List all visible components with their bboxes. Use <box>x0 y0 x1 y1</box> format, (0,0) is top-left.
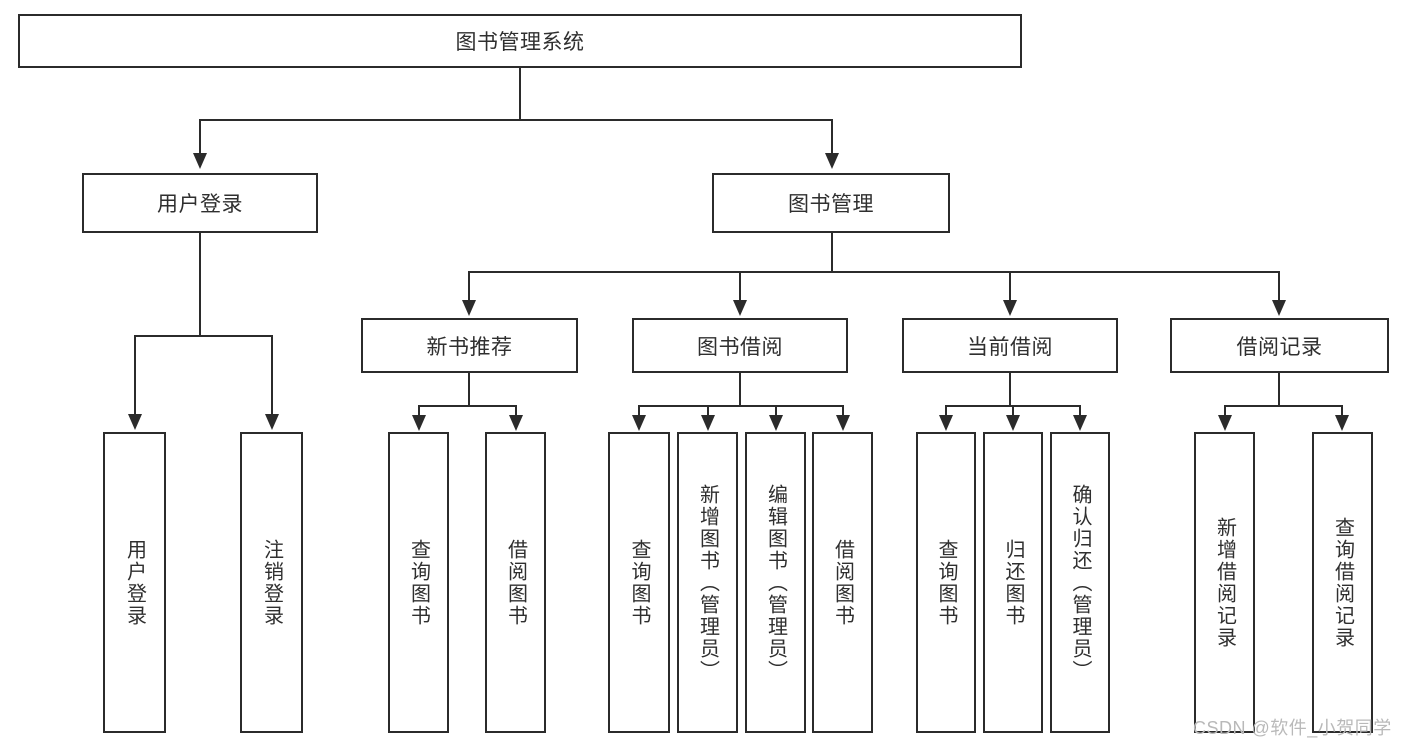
connector-user-login-right <box>271 335 273 415</box>
node-leaf-query-record[interactable]: 查询借阅记录 <box>1312 432 1373 733</box>
connector-nb-right <box>515 405 517 417</box>
arrow-to-leaf-edit-book <box>769 415 783 431</box>
arrow-to-leaf-logout <box>265 414 279 430</box>
arrow-to-leaf-add-book <box>701 415 715 431</box>
connector-new-book-stem <box>468 373 470 406</box>
connector-bb-c1 <box>638 405 640 417</box>
node-leaf-borrow-book-2[interactable]: 借阅图书 <box>812 432 873 733</box>
connector-cb-c2 <box>1012 405 1014 417</box>
node-leaf-add-record[interactable]: 新增借阅记录 <box>1194 432 1255 733</box>
connector-root-bar <box>199 119 832 121</box>
connector-bb-c2 <box>707 405 709 417</box>
connector-root-stem <box>519 68 521 120</box>
node-leaf-query-book-2[interactable]: 查询图书 <box>608 432 670 733</box>
node-leaf-logout[interactable]: 注销登录 <box>240 432 303 733</box>
connector-bb-c4 <box>842 405 844 417</box>
arrow-to-leaf-borrow-book-2 <box>836 415 850 431</box>
node-book-borrow[interactable]: 图书借阅 <box>632 318 848 373</box>
connector-root-to-book-management <box>831 119 833 155</box>
connector-bm-to-book-borrow <box>739 271 741 301</box>
node-current-borrow[interactable]: 当前借阅 <box>902 318 1118 373</box>
node-new-book-recommend[interactable]: 新书推荐 <box>361 318 578 373</box>
arrow-to-leaf-return-book <box>1006 415 1020 431</box>
node-user-login[interactable]: 用户登录 <box>82 173 318 233</box>
arrow-root-to-book-management <box>825 153 839 169</box>
connector-nb-left <box>418 405 420 417</box>
connector-user-login-bar <box>134 335 272 337</box>
node-leaf-confirm-return[interactable]: 确认归还（管理员） <box>1050 432 1110 733</box>
connector-book-borrow-stem <box>739 373 741 406</box>
arrow-to-leaf-query-book-1 <box>412 415 426 431</box>
arrow-to-leaf-add-record <box>1218 415 1232 431</box>
arrow-to-book-borrow <box>733 300 747 316</box>
connector-bm-to-current-borrow <box>1009 271 1011 301</box>
arrow-to-leaf-borrow-book-1 <box>509 415 523 431</box>
node-leaf-borrow-book-1[interactable]: 借阅图书 <box>485 432 546 733</box>
node-leaf-user-login[interactable]: 用户登录 <box>103 432 166 733</box>
arrow-to-borrow-record <box>1272 300 1286 316</box>
connector-book-management-stem <box>831 233 833 273</box>
arrow-root-to-user-login <box>193 153 207 169</box>
node-leaf-edit-book[interactable]: 编辑图书（管理员） <box>745 432 806 733</box>
connector-borrow-record-stem <box>1278 373 1280 406</box>
node-book-management[interactable]: 图书管理 <box>712 173 950 233</box>
connector-borrow-record-bar <box>1224 405 1343 407</box>
arrow-to-current-borrow <box>1003 300 1017 316</box>
connector-br-right <box>1341 405 1343 417</box>
connector-cb-c3 <box>1079 405 1081 417</box>
connector-user-login-left <box>134 335 136 415</box>
connector-book-borrow-bar <box>638 405 843 407</box>
arrow-to-leaf-query-book-2 <box>632 415 646 431</box>
node-leaf-add-book[interactable]: 新增图书（管理员） <box>677 432 738 733</box>
node-root[interactable]: 图书管理系统 <box>18 14 1022 68</box>
connector-book-management-bar <box>468 271 1279 273</box>
connector-root-to-user-login <box>199 119 201 155</box>
csdn-watermark: CSDN @软件_小贺同学 <box>1193 718 1392 738</box>
connector-bb-c3 <box>775 405 777 417</box>
arrow-to-leaf-confirm-return <box>1073 415 1087 431</box>
connector-bm-to-borrow-record <box>1278 271 1280 301</box>
arrow-to-leaf-query-record <box>1335 415 1349 431</box>
arrow-to-leaf-query-book-3 <box>939 415 953 431</box>
node-borrow-record[interactable]: 借阅记录 <box>1170 318 1389 373</box>
connector-current-borrow-stem <box>1009 373 1011 406</box>
connector-new-book-bar <box>418 405 517 407</box>
connector-cb-c1 <box>945 405 947 417</box>
arrow-to-leaf-user-login <box>128 414 142 430</box>
connector-br-left <box>1224 405 1226 417</box>
node-leaf-query-book-3[interactable]: 查询图书 <box>916 432 976 733</box>
node-leaf-query-book-1[interactable]: 查询图书 <box>388 432 449 733</box>
connector-user-login-stem <box>199 233 201 336</box>
arrow-to-new-book-recommend <box>462 300 476 316</box>
connector-bm-to-new-book <box>468 271 470 301</box>
node-leaf-return-book[interactable]: 归还图书 <box>983 432 1043 733</box>
